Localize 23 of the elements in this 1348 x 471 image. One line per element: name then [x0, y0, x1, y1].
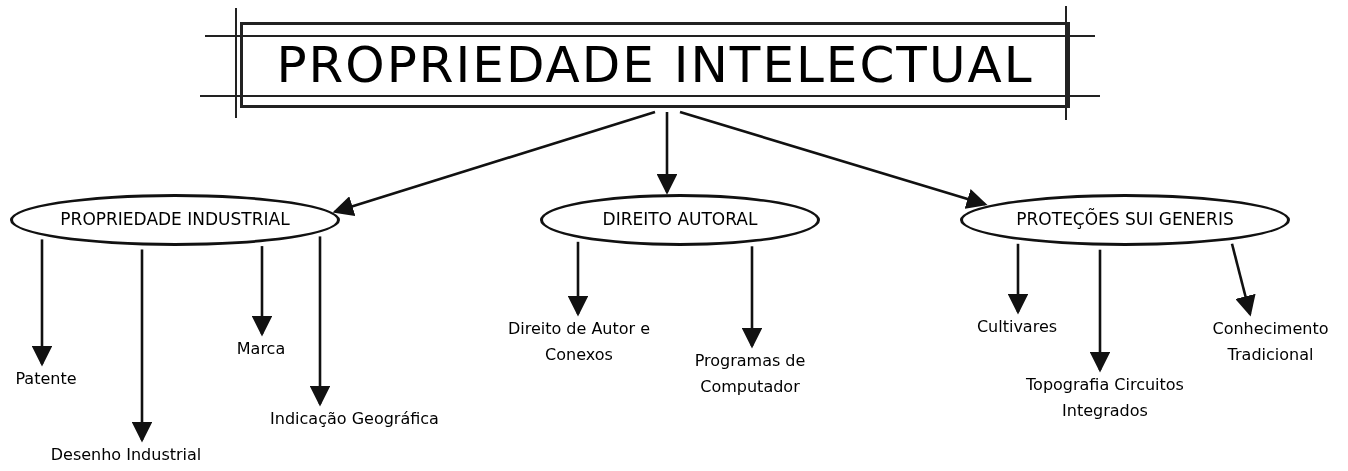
item-label: Desenho Industrial [36, 442, 216, 468]
arrow [741, 246, 763, 349]
category-ellipse: PROTEÇÕES SUI GENERIS [960, 194, 1290, 246]
arrow [656, 112, 678, 195]
item-label: Marca [226, 336, 296, 362]
arrow [1089, 249, 1111, 373]
arrow [131, 249, 153, 443]
item-label: Cultivares [962, 314, 1072, 340]
item-label: Topografia Circuitos Integrados [1005, 372, 1205, 428]
item-label: Conhecimento Tradicional [1198, 316, 1343, 372]
category-ellipse: DIREITO AUTORAL [540, 194, 820, 246]
item-label: Direito de Autor e Conexos [484, 316, 674, 372]
arrow [679, 110, 988, 209]
title-box: PROPRIEDADE INTELECTUAL [240, 22, 1070, 108]
arrow [309, 236, 331, 407]
arrow [567, 241, 589, 317]
item-label: Indicação Geográfica [252, 406, 457, 432]
arrow [332, 110, 656, 217]
item-label: Programas de Computador [680, 348, 820, 404]
item-label: Patente [6, 366, 86, 392]
arrow [251, 246, 273, 337]
category-ellipse: PROPRIEDADE INDUSTRIAL [10, 194, 340, 246]
arrow [31, 239, 53, 367]
